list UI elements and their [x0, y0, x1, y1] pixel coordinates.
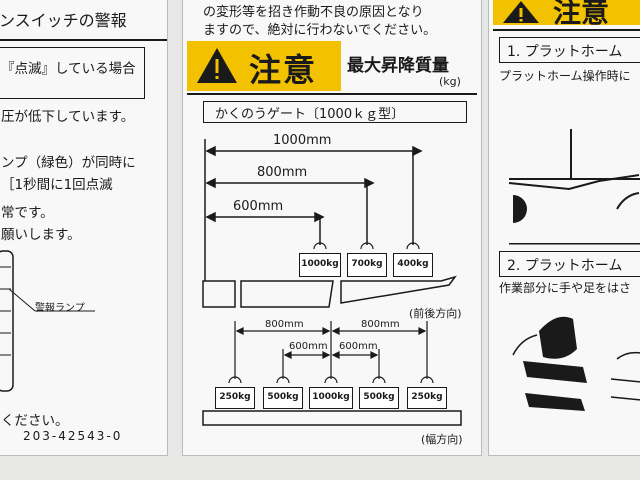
lat-weight-250kg-left: 250kg: [215, 387, 255, 409]
lat-weight-500kg-right: 500kg: [359, 387, 399, 409]
lat-weight-250kg-right: 250kg: [407, 387, 447, 409]
lat-dim-600mm-left: 600mm: [289, 341, 328, 352]
dim-1000mm: 1000mm: [273, 133, 332, 148]
lat-dim-800mm-left: 800mm: [265, 319, 304, 330]
right-item2: 2. プラットホーム: [507, 258, 623, 274]
part-number: 203-42543-0: [23, 429, 123, 443]
left-line6: 常です。: [1, 205, 54, 221]
right-item1-sub: プラットホーム操作時に: [499, 69, 631, 83]
weight-400kg: 400kg: [393, 253, 433, 277]
right-caution-triangle-icon: [503, 1, 539, 23]
right-item1: 1. プラットホーム: [507, 44, 623, 60]
pinch-hazard-illustration: [512, 316, 640, 411]
left-line2: 『点滅』している場合: [1, 61, 136, 77]
right-item2-box: [499, 251, 640, 277]
top-line-1: の変形等を招き作動不良の原因となり: [203, 5, 424, 20]
gate-type: かくのうゲート〔1000ｋｇ型〕: [215, 107, 405, 122]
caution-triangle-icon: [197, 48, 237, 83]
right-caution-word: 注意: [553, 0, 610, 29]
left-line5: ［1秒間に1回点滅: [1, 177, 113, 193]
right-warning-label: 注意 1. プラットホーム プラットホーム操作時に 2. プラットホーム 作業部…: [488, 0, 640, 456]
caution-word: 注意: [249, 51, 318, 89]
weight-700kg: 700kg: [347, 253, 387, 277]
capacity-unit: (kg): [439, 75, 461, 88]
platform-illustration: [508, 129, 640, 245]
dim-600mm: 600mm: [233, 199, 284, 214]
gate-type-box: [203, 101, 467, 123]
right-item1-box: [499, 37, 640, 63]
lat-weight-500kg-left: 500kg: [263, 387, 303, 409]
left-info-box: [0, 47, 145, 99]
divider: [0, 39, 167, 41]
right-rule: [493, 29, 640, 31]
top-line-2: ますので、絶対に行わないでください。: [203, 23, 437, 38]
banner-rule: [187, 93, 477, 95]
center-capacity-label: の変形等を招き作動不良の原因となり ますので、絶対に行わないでください。 注意 …: [182, 0, 482, 456]
dim-800mm: 800mm: [257, 165, 308, 180]
capacity-heading: 最大昇降質量: [347, 56, 449, 76]
left-line7: 願いします。: [1, 227, 81, 243]
fore-aft-load-diagram: [202, 139, 457, 308]
lateral-load-diagram: [202, 321, 462, 426]
lateral-direction: (幅方向): [421, 433, 463, 446]
fore-aft-direction: (前後方向): [409, 307, 462, 320]
left-warning-label: ンスイッチの警報 『点滅』している場合 圧が低下しています。 ンプ（緑色）が同時…: [0, 0, 168, 456]
left-bottom-text: ください。: [1, 413, 69, 429]
left-top-line: ンスイッチの警報: [0, 11, 127, 30]
right-item2-sub: 作業部分に手や足をはさ: [499, 281, 632, 295]
weight-1000kg: 1000kg: [299, 253, 341, 277]
lat-dim-800mm-right: 800mm: [361, 319, 400, 330]
left-line3: 圧が低下しています。: [1, 109, 135, 125]
warning-lamp-illustration: [0, 250, 95, 392]
lamp-label: 警報ランプ: [35, 303, 85, 314]
lat-weight-1000kg: 1000kg: [309, 387, 353, 409]
lat-dim-600mm-right: 600mm: [339, 341, 378, 352]
left-line4: ンプ（緑色）が同時に: [1, 155, 136, 171]
